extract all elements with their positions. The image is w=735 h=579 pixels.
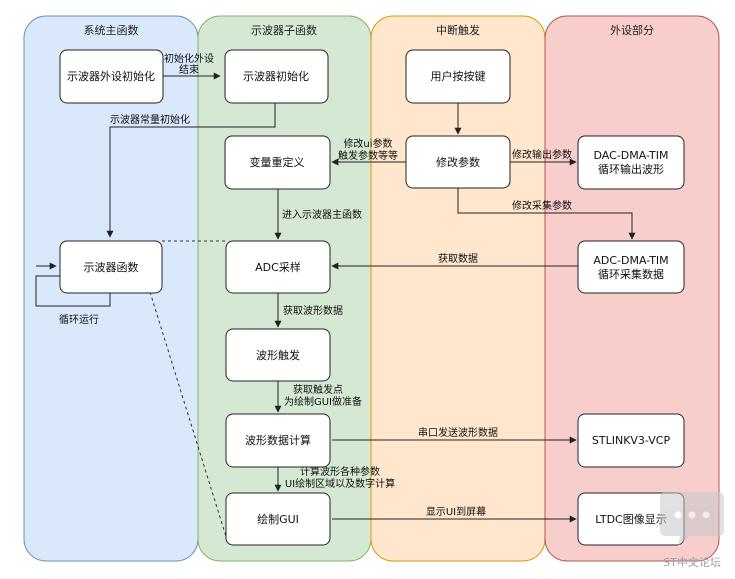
lane-title-scope: 示波器子函数 — [251, 24, 317, 37]
edge-modify-to-adc-dma — [457, 188, 636, 240]
node-stlink: STLINKV3-VCP — [577, 413, 685, 468]
label-get-trig-1: 获取触发点 — [293, 383, 343, 396]
label-get-wave: 获取波形数据 — [283, 304, 343, 317]
label-const-init: 示波器常量初始化 — [110, 113, 190, 126]
svg-text:波形数据计算: 波形数据计算 — [245, 433, 311, 447]
label-modify-ui-2: 触发参数等等 — [338, 149, 398, 162]
label-modify-sample: 修改采集参数 — [512, 199, 572, 212]
node-adc-sample: ADC采样 — [225, 240, 331, 294]
label-modify-ui-1: 修改ui参数 — [343, 137, 392, 150]
svg-text:LTDC图像显示: LTDC图像显示 — [595, 513, 666, 526]
label-get-trig-2: 为绘制GUI做准备 — [284, 395, 362, 408]
svg-text:ADC采样: ADC采样 — [255, 260, 301, 274]
svg-text:DAC-DMA-TIM: DAC-DMA-TIM — [594, 149, 669, 162]
node-draw-gui: 绘制GUI — [225, 492, 331, 546]
svg-text:示波器初始化: 示波器初始化 — [243, 69, 309, 83]
lane-title-peripheral: 外设部分 — [610, 23, 654, 37]
node-scope-func: 示波器函数 — [59, 240, 163, 294]
watermark-chat-icon — [660, 492, 724, 546]
node-wave-calc: 波形数据计算 — [225, 413, 331, 468]
node-ltdc: LTDC图像显示 — [577, 492, 685, 546]
svg-text:变量重定义: 变量重定义 — [250, 155, 305, 169]
node-modify-params: 修改参数 — [405, 135, 511, 189]
node-var-def: 变量重定义 — [224, 135, 331, 190]
lane-title-interrupt: 中断触发 — [436, 23, 480, 37]
label-loop-run: 循环运行 — [59, 313, 99, 326]
svg-text:示波器外设初始化: 示波器外设初始化 — [67, 69, 155, 83]
node-wave-trigger: 波形触发 — [225, 328, 331, 382]
svg-text:循环输出波形: 循环输出波形 — [598, 162, 664, 176]
svg-text:修改参数: 修改参数 — [436, 155, 480, 169]
label-serial-send: 串口发送波形数据 — [418, 426, 498, 439]
label-show-ui: 显示UI到屏幕 — [426, 505, 486, 518]
edge-scope-func-loop — [35, 275, 111, 307]
edge-scope-init-to-scope-func — [106, 103, 276, 238]
label-enter-main: 进入示波器主函数 — [282, 208, 362, 221]
svg-text:波形触发: 波形触发 — [256, 348, 300, 362]
node-user-key: 用户按按键 — [405, 49, 511, 104]
label-modify-output: 修改输出参数 — [512, 148, 572, 161]
svg-text:循环采集数据: 循环采集数据 — [598, 267, 664, 281]
svg-text:示波器函数: 示波器函数 — [84, 261, 139, 274]
node-adc-dma: ADC-DMA-TIM 循环采集数据 — [577, 240, 685, 294]
node-scope-init: 示波器初始化 — [224, 49, 329, 104]
svg-text:绘制GUI: 绘制GUI — [257, 512, 299, 526]
label-calc-2: UI绘制区域以及数字计算 — [285, 477, 395, 490]
label-get-data: 获取数据 — [438, 252, 478, 265]
watermark-text: ST中文论坛 — [663, 555, 721, 569]
label-init-done-1: 初始化外设 — [164, 52, 214, 65]
lane-title-system: 系统主函数 — [84, 24, 139, 37]
svg-text:ADC-DMA-TIM: ADC-DMA-TIM — [593, 254, 668, 267]
svg-text:STLINKV3-VCP: STLINKV3-VCP — [592, 434, 671, 447]
svg-text:用户按按键: 用户按按键 — [431, 69, 486, 83]
dashed-link-scope-gui — [149, 291, 229, 544]
node-periph-init: 示波器外设初始化 — [59, 49, 164, 104]
label-calc-1: 计算波形各种参数 — [300, 465, 380, 478]
label-init-done-2: 结束 — [179, 63, 199, 76]
node-dac-dma: DAC-DMA-TIM 循环输出波形 — [577, 135, 685, 190]
